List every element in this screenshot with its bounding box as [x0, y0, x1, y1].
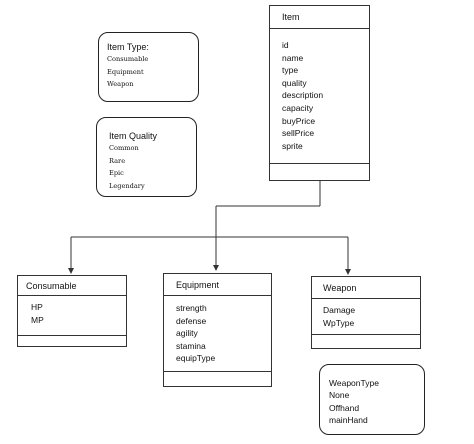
equipment-class-attributes: strength defense agility stamina equipTy…	[164, 296, 271, 372]
weapon-type-note-item: mainHand	[329, 415, 368, 426]
item-class-attributes: id name type quality description capacit…	[270, 29, 369, 164]
consumable-class-attributes: HP MP	[18, 296, 126, 336]
weapon-type-note-title: WeaponType	[329, 378, 379, 388]
weapon-type-note-item: Offhand	[329, 402, 360, 413]
weapon-type-note-item: None	[329, 390, 350, 401]
item-attribute: sprite	[282, 140, 303, 151]
weapon-attribute: Damage	[323, 305, 356, 315]
item-type-note-title: Item Type:	[107, 42, 149, 52]
item-class-name: Item	[282, 12, 300, 22]
item-attribute: description	[282, 90, 324, 101]
item-class-box: Item id name type quality description ca…	[269, 5, 370, 181]
item-attribute: name	[282, 52, 304, 63]
weapon-class-name: Weapon	[323, 282, 357, 293]
item-quality-note: Item Quality Common Rare Epic Legendary	[96, 117, 197, 197]
item-attribute: type	[282, 65, 299, 76]
item-type-note-item: Equipment	[107, 67, 144, 76]
item-attribute: capacity	[282, 102, 314, 113]
equipment-attribute: defense	[176, 315, 207, 326]
consumable-attribute: HP	[31, 302, 43, 312]
equipment-attribute: stamina	[176, 340, 206, 351]
equipment-attribute: agility	[176, 328, 198, 339]
weapon-class-box: Weapon Damage WpType	[311, 276, 421, 349]
equipment-class-box: Equipment strength defense agility stami…	[163, 273, 272, 387]
item-attribute: id	[282, 40, 289, 50]
equipment-class-name: Equipment	[176, 279, 220, 290]
weapon-type-note: WeaponType None Offhand mainHand	[319, 364, 425, 435]
consumable-attribute: MP	[31, 314, 44, 325]
consumable-class-box: Consumable HP MP	[17, 275, 127, 347]
item-type-note-item: Weapon	[107, 80, 134, 89]
equipment-class-title: Equipment	[164, 274, 271, 296]
weapon-class-title: Weapon	[312, 277, 420, 299]
consumable-class-name: Consumable	[26, 280, 77, 291]
consumable-class-title: Consumable	[18, 276, 126, 296]
item-attribute: sellPrice	[282, 128, 315, 139]
item-quality-note-item: Rare	[109, 156, 126, 165]
item-quality-note-item: Common	[109, 144, 139, 152]
item-type-note-item: Consumable	[107, 55, 149, 63]
weapon-attribute: WpType	[323, 317, 355, 328]
item-quality-note-item: Epic	[109, 169, 124, 178]
item-attribute: quality	[282, 77, 307, 88]
item-type-note: Item Type: Consumable Equipment Weapon	[98, 32, 199, 102]
equipment-attribute: equipType	[176, 353, 216, 364]
item-quality-note-item: Legendary	[109, 181, 145, 190]
item-class-title: Item	[270, 6, 369, 29]
weapon-class-attributes: Damage WpType	[312, 299, 420, 335]
item-quality-note-title: Item Quality	[109, 131, 158, 141]
equipment-attribute: strength	[176, 303, 207, 313]
item-attribute: buyPrice	[282, 115, 316, 126]
